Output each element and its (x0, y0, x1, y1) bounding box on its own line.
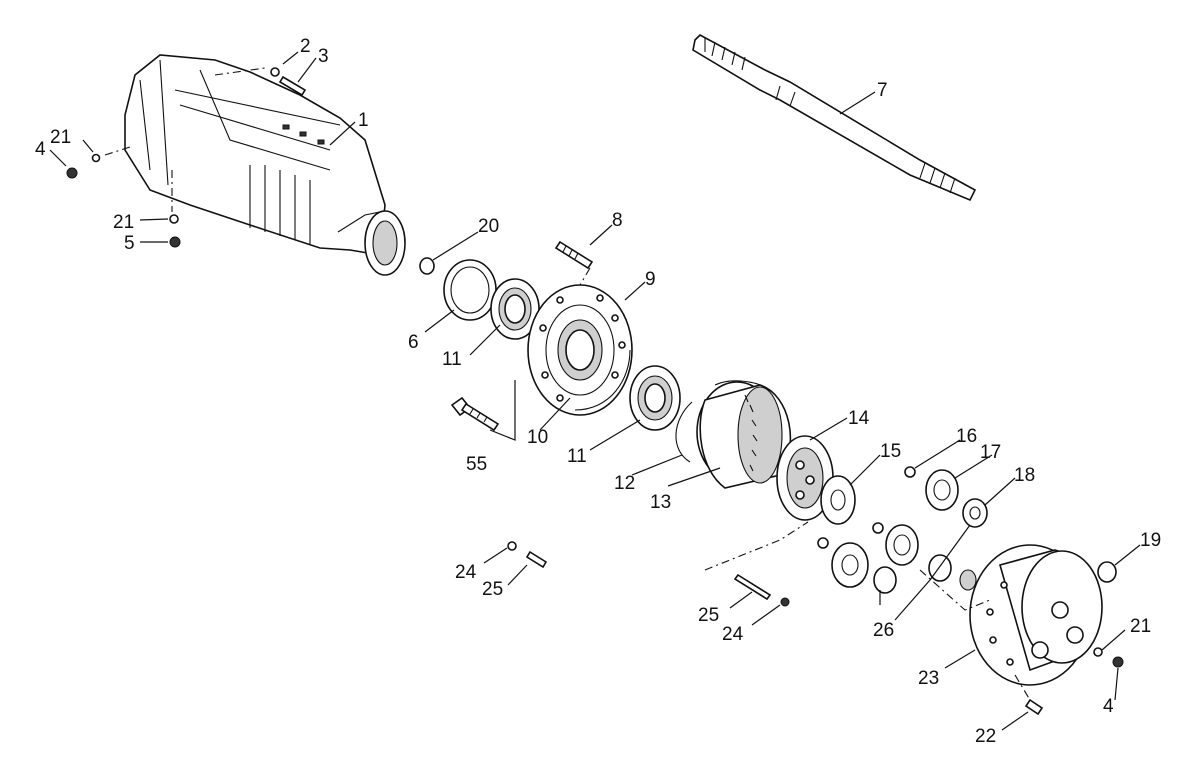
callout-22: 22 (975, 726, 996, 747)
callout-5: 5 (124, 233, 135, 254)
callout-24-left: 24 (455, 562, 477, 583)
callout-24-right: 24 (722, 624, 744, 645)
callout-11-left: 11 (442, 349, 462, 370)
callout-20: 20 (478, 216, 499, 237)
bearing-part-11 (629, 365, 681, 431)
callout-2: 2 (300, 36, 311, 57)
thrust-disc-part-15 (820, 475, 856, 525)
callout-4-left: 4 (35, 139, 46, 160)
callout-23: 23 (918, 668, 939, 689)
callout-21-right: 21 (1130, 616, 1151, 637)
callout-3: 3 (318, 46, 329, 67)
callout-25-right: 25 (698, 605, 719, 626)
planet-gears (817, 466, 988, 594)
callout-18: 18 (1014, 465, 1035, 486)
callout-55: 55 (466, 454, 487, 475)
callout-6: 6 (408, 332, 419, 353)
callout-9: 9 (645, 269, 656, 290)
callout-7: 7 (877, 80, 888, 101)
bolt-part-3 (270, 67, 307, 97)
drive-shaft-part-7 (692, 34, 977, 202)
axle-housing-part-1 (124, 54, 406, 276)
callout-19: 19 (1140, 530, 1161, 551)
ring-gear-part-13 (675, 380, 792, 489)
callout-4-right: 4 (1103, 696, 1114, 717)
callout-17: 17 (980, 442, 1001, 463)
nut-washer-left (66, 146, 181, 248)
callout-15: 15 (880, 441, 901, 462)
leader-lines (49, 51, 1141, 731)
callout-25-left: 25 (482, 579, 503, 600)
assembly-line-hub (919, 569, 991, 611)
assembly-line-top (214, 67, 266, 76)
seal-and-bearing-set (419, 257, 540, 340)
planet-carrier-part-14 (776, 435, 834, 521)
callout-21-left: 21 (113, 212, 134, 233)
callout-21-top-left: 21 (50, 127, 71, 148)
screw-and-nut-sets (507, 541, 790, 607)
callout-labels: 1 2 3 21 4 21 5 7 8 20 9 6 11 10 11 55 1… (35, 36, 1161, 747)
flange-part-9 (527, 284, 633, 416)
callout-1: 1 (358, 110, 369, 131)
callout-8: 8 (612, 210, 623, 231)
hub-fasteners (1014, 561, 1124, 716)
wheel-hub-part-23 (959, 544, 1103, 686)
bolt-part-55 (450, 380, 516, 441)
callout-13: 13 (650, 492, 671, 513)
callout-14: 14 (848, 408, 870, 429)
callout-11-right: 11 (567, 446, 587, 467)
callout-10: 10 (527, 427, 548, 448)
callout-16: 16 (956, 426, 977, 447)
assembly-line-carrier (704, 521, 809, 571)
callout-26: 26 (873, 620, 894, 641)
callout-12: 12 (614, 473, 635, 494)
